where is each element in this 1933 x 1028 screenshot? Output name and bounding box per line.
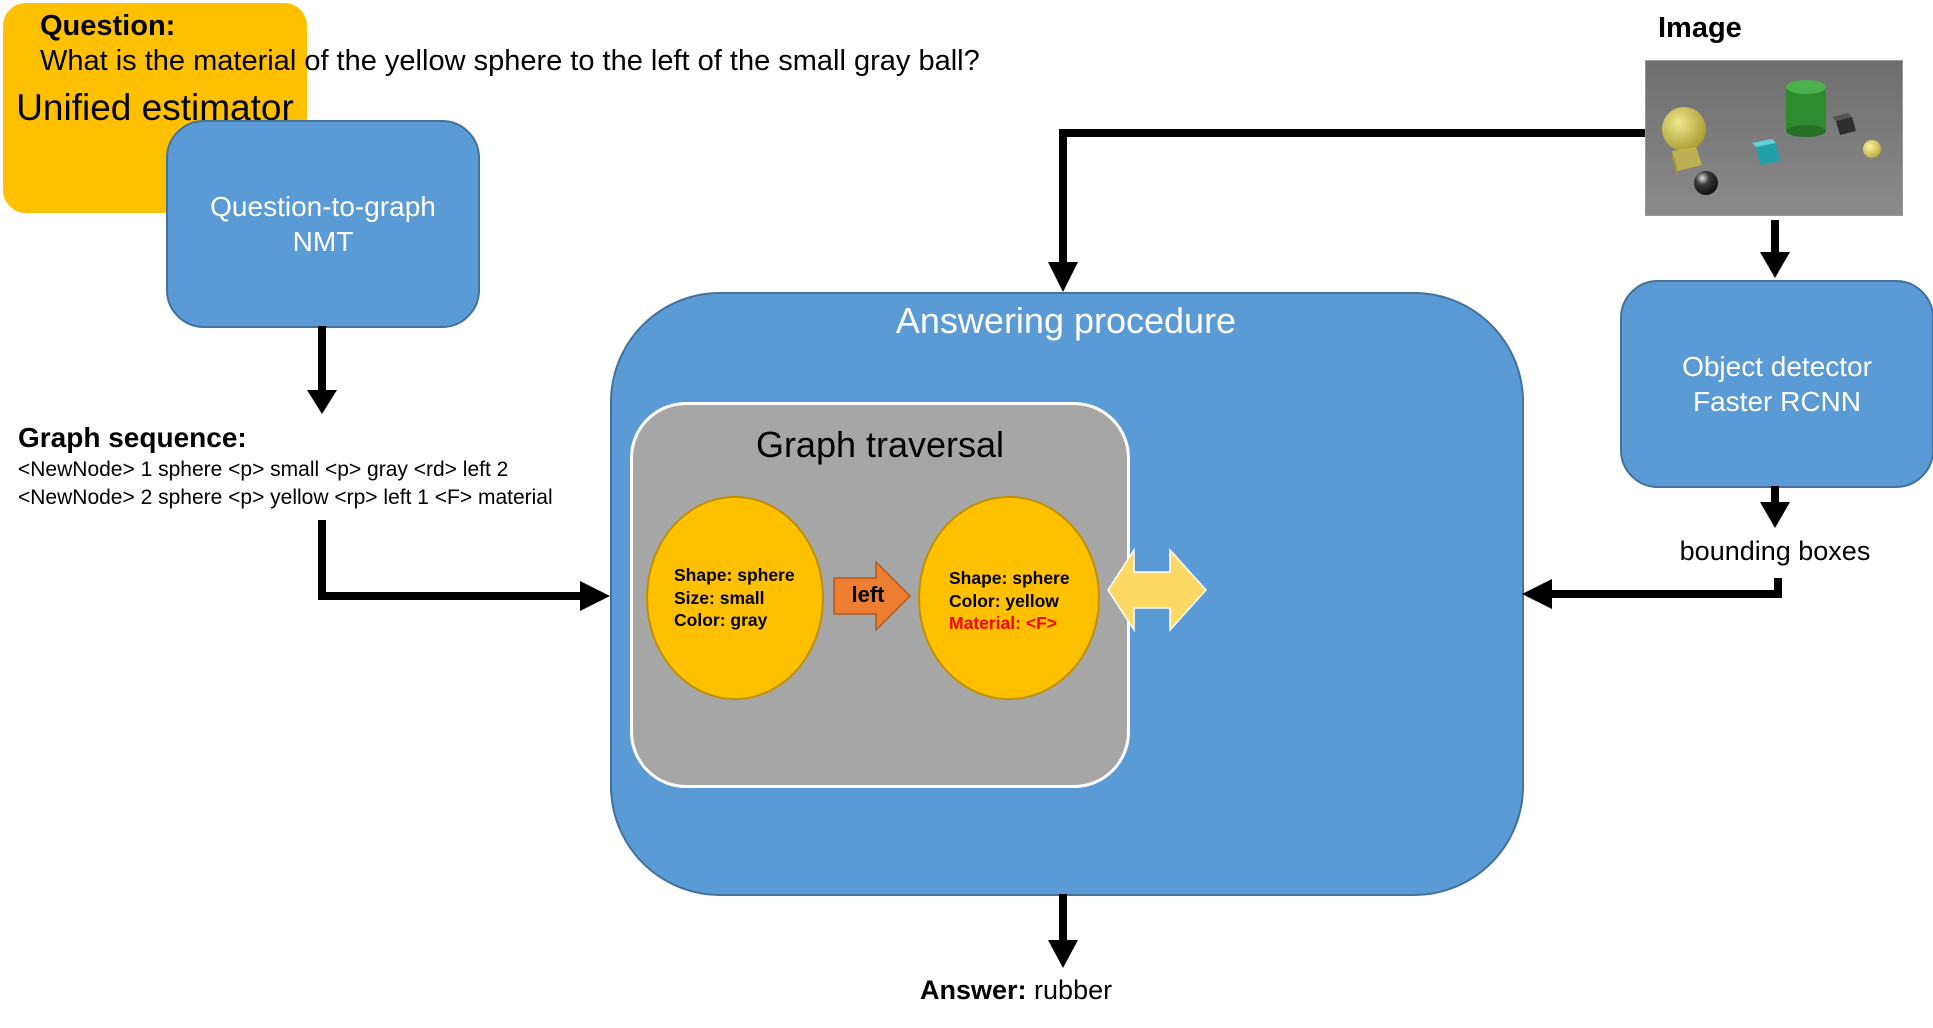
arrowhead-down bbox=[1760, 502, 1790, 528]
answer-label: Answer: bbox=[920, 975, 1027, 1005]
node2-color: Color: yellow bbox=[949, 591, 1059, 611]
object-detector-subtitle: Faster RCNN bbox=[1692, 386, 1861, 417]
node1-color: Color: gray bbox=[674, 610, 768, 630]
bounding-boxes-label: bounding boxes bbox=[1679, 536, 1871, 566]
node1-shape: Shape: sphere bbox=[674, 565, 795, 585]
question-label: Question: bbox=[40, 10, 176, 42]
question-to-graph-box: Question-to-graph NMT bbox=[166, 120, 480, 328]
graph-sequence-line: <NewNode> 2 sphere <p> yellow <rp> left … bbox=[18, 486, 553, 509]
edge-label-left: left bbox=[851, 582, 885, 607]
arrowhead-down bbox=[307, 390, 337, 414]
arrowhead-down bbox=[1048, 262, 1078, 292]
graph-traversal-title: Graph traversal bbox=[755, 424, 1005, 465]
graph-sequence-label: Graph sequence: bbox=[18, 422, 247, 453]
arrowhead-down bbox=[1048, 940, 1078, 968]
answering-procedure-title: Answering procedure bbox=[895, 300, 1237, 341]
node2-shape: Shape: sphere bbox=[949, 568, 1070, 588]
object-detector-title: Object detector bbox=[1682, 351, 1872, 382]
answer-value: rubber bbox=[1034, 975, 1113, 1005]
clevr-scene-image bbox=[1645, 60, 1903, 216]
arrowhead-right bbox=[580, 581, 610, 611]
object-detector-box: Object detector Faster RCNN bbox=[1620, 280, 1933, 488]
answer: Answer: rubber bbox=[920, 975, 1112, 1006]
graph-node-2 bbox=[918, 496, 1100, 700]
arrowhead-left bbox=[1522, 579, 1552, 609]
question-to-graph-subtitle: NMT bbox=[292, 226, 354, 257]
arrowhead-down bbox=[1760, 252, 1790, 278]
node2-material: Material: <F> bbox=[949, 613, 1057, 633]
graph-node-1 bbox=[646, 496, 824, 700]
image-label: Image bbox=[1658, 12, 1742, 44]
graph-sequence-line: <NewNode> 1 sphere <p> small <p> gray <r… bbox=[18, 458, 509, 481]
question-text: What is the material of the yellow spher… bbox=[40, 45, 980, 77]
node1-size: Size: small bbox=[674, 588, 765, 608]
question-to-graph-title: Question-to-graph bbox=[210, 191, 436, 222]
